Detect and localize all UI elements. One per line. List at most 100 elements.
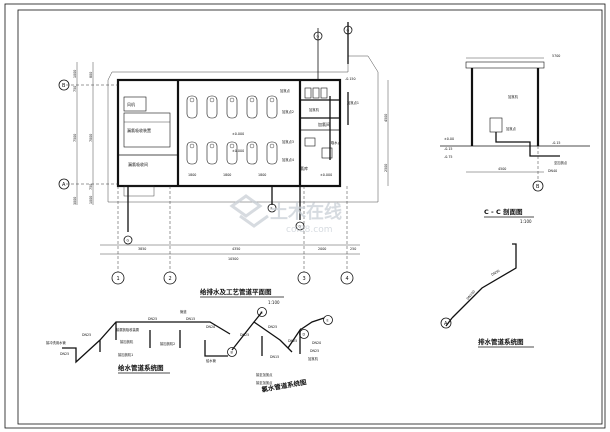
drain-pipe <box>451 243 517 319</box>
plan-circle-bottom-1-label: G <box>127 239 130 243</box>
cylinder-valve <box>189 143 195 149</box>
chlorine-circle-1-label: B <box>231 351 234 355</box>
supply-label-2: DN25 <box>82 333 91 337</box>
drain-label-2: DN50 <box>491 269 501 277</box>
dim-right-2: 2500 <box>384 164 388 172</box>
absorber-unit <box>123 112 171 148</box>
dim-left-2: 750 <box>73 86 77 92</box>
axis-label-B: B <box>62 83 66 89</box>
cylinder-valve <box>209 97 215 103</box>
section-view: 5700 B 4500 ±0.00 -0.15 -0.15 -0.75 加氯机 … <box>440 54 590 224</box>
abs-room-door <box>123 185 155 197</box>
level-mark-3: ±0.000 <box>320 173 332 177</box>
dim-left-4: 3000 <box>73 197 77 205</box>
level-mark-1: ±0.000 <box>232 132 244 136</box>
supply-label-7: DN15 <box>186 317 195 321</box>
watermark-logo <box>229 194 269 228</box>
section-label-doser: 加氯机 <box>508 94 519 99</box>
chlorine-cylinder <box>226 95 238 119</box>
plan-circle-bottom-1 <box>123 235 133 245</box>
room-detail-dim-1: 1800 <box>188 173 196 177</box>
axis-circle-3 <box>297 271 311 285</box>
axis-circle-1 <box>111 271 125 285</box>
chlorine-label-1: DN25 <box>240 333 249 337</box>
doser-4 <box>304 137 316 147</box>
inner-frame <box>17 9 603 425</box>
cylinder-valve <box>209 143 215 149</box>
dim-left-6: 7000 <box>89 134 93 142</box>
axis-label-A: A <box>62 182 66 188</box>
drain-circle <box>440 317 452 329</box>
section-axis-label: B <box>536 184 540 190</box>
drain-label-1: DN100 <box>466 289 476 300</box>
supply-label-4: 接加氯机 <box>120 339 134 344</box>
label-dose-point-4: 加氯点4 <box>282 157 294 162</box>
room-label-chlorinator: 加氯机 <box>309 107 320 112</box>
level-mark-2: ±0.000 <box>232 149 244 153</box>
drain-title: 排水管道系统图 <box>478 337 524 346</box>
room-label-abs-room: 漏氯吸收间 <box>128 161 148 167</box>
label-intake-point: 取水点 <box>331 140 342 145</box>
supply-label-1: DN25 <box>60 352 69 356</box>
drain-pipe-end <box>445 317 453 327</box>
chlorine-cylinder <box>246 141 258 165</box>
dosing-pipes <box>300 92 349 160</box>
axis-circle-2 <box>163 271 177 285</box>
cylinder-valve <box>249 143 255 149</box>
chlorine-cylinder <box>206 141 218 165</box>
plan-bottom-pipes <box>127 186 301 232</box>
chlorine-label-7: DN20 <box>312 341 321 345</box>
chlorine-cylinder <box>266 95 278 119</box>
plan-circle-bottom-3-label: G <box>299 225 302 229</box>
section-level-2: -0.15 <box>444 147 453 151</box>
dim-left-1: 1000 <box>73 70 77 78</box>
plan-circle-top-1-label: G <box>347 29 350 33</box>
chlorine-circle-1 <box>227 347 237 357</box>
outer-frame <box>4 3 606 429</box>
section-axis-circle <box>532 180 544 192</box>
supply-title: 给水管道系统图 <box>118 363 164 372</box>
supply-label-6: 接加氯机2 <box>160 341 175 346</box>
plan-view: 风机 漏氯吸收装置 漏氯吸收间 加氯间 加氯机 氯库 加氯点 加氯点1 加氯点2… <box>58 22 389 305</box>
doser-5 <box>321 147 333 159</box>
section-scale: 1:100 <box>520 219 532 224</box>
dim-bottom-1: 3850 <box>138 247 146 251</box>
supply-label-5: 接加氯机1 <box>118 352 133 357</box>
watermark-brand: 土木在线 <box>270 201 342 223</box>
plan-building-walls <box>116 78 342 188</box>
section-pipes <box>495 132 560 157</box>
axis-label-3: 3 <box>303 276 306 282</box>
axis-circle-4 <box>340 271 354 285</box>
cylinder-valve <box>229 143 235 149</box>
chlorine-cylinder <box>186 141 198 165</box>
axis-label-2: 2 <box>169 276 172 282</box>
chlorine-circle-2-label: C <box>261 311 264 315</box>
chlorine-circle-4 <box>323 315 333 325</box>
dim-left-5: 800 <box>89 72 93 78</box>
supply-label-8: DN20 <box>206 325 215 329</box>
supply-system: 接冲洗用水管 DN25 DN25 接漏氯吸收装置 接加氯机 接加氯机1 接加氯机… <box>46 309 231 374</box>
dim-right-1: 4500 <box>384 114 388 122</box>
section-roof <box>465 61 545 69</box>
cylinder-valve <box>189 97 195 103</box>
plan-circle-top-2 <box>313 31 323 41</box>
supply-label-10: DN25 <box>148 317 157 321</box>
section-label-dn: DN40 <box>548 169 557 173</box>
chlorine-cylinder <box>266 141 278 165</box>
plan-circle-bottom-2 <box>267 203 277 213</box>
label-dose-point-top: 加氯点 <box>280 88 291 93</box>
room-label-chlorinator-room: 加氯间 <box>318 121 330 127</box>
axis-label-1: 1 <box>117 276 120 282</box>
chlorine-title: 氯水管道系统图 <box>261 377 308 394</box>
fan-box <box>123 96 147 112</box>
axis-circle-A <box>58 178 70 190</box>
level-mark-4: -0.150 <box>345 77 356 81</box>
section-doser <box>489 117 503 133</box>
supply-main <box>62 321 231 364</box>
cylinder-valve <box>269 143 275 149</box>
chlorine-cylinder <box>186 95 198 119</box>
cylinder-valve <box>249 97 255 103</box>
doser-3 <box>320 87 328 99</box>
drain-system: A DN100 DN50 排水管道系统图 <box>440 243 534 348</box>
